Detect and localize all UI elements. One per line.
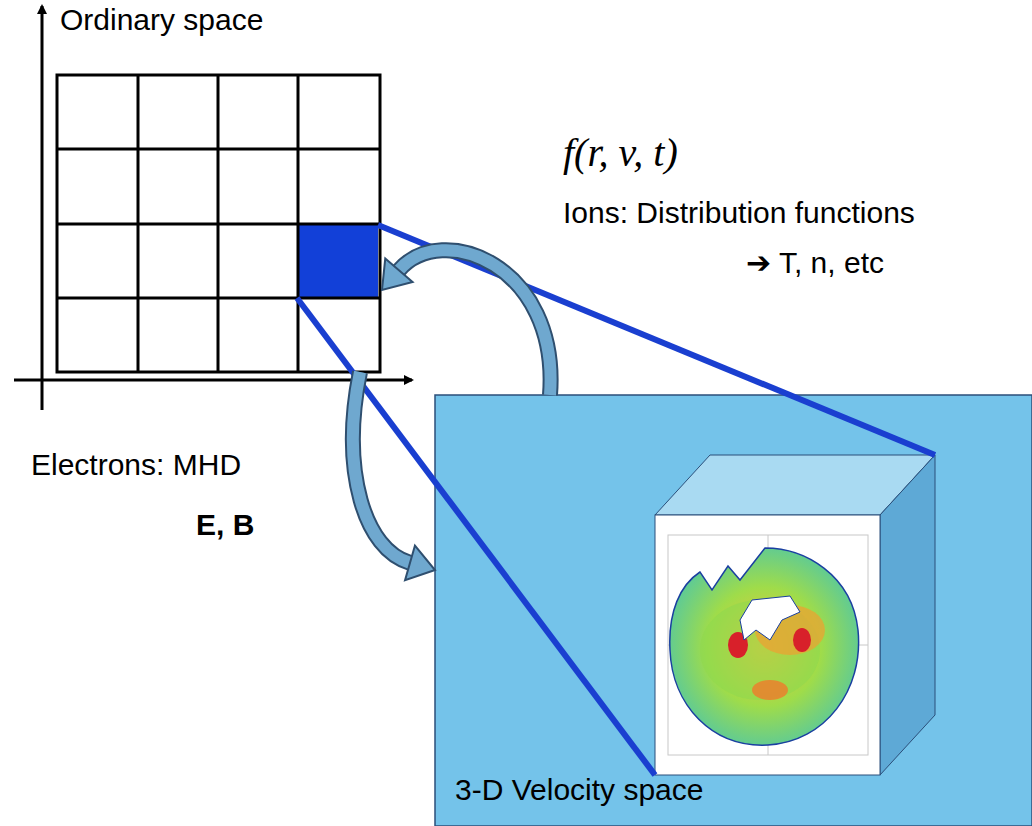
cube	[655, 455, 935, 775]
highlighted-cell	[297, 225, 378, 298]
arrow-outline	[353, 372, 410, 563]
zoom-line	[297, 298, 655, 775]
curved-arrow	[382, 250, 551, 395]
node-title: 3-D Velocity space	[455, 773, 703, 808]
space-grid: Ordinary space	[57, 75, 380, 372]
arrow-body	[399, 250, 551, 395]
arrow-head	[382, 259, 413, 290]
fields-label: E, B	[193, 508, 257, 543]
electrons-label: Electrons: MHD	[28, 448, 244, 483]
arrow-head	[405, 546, 435, 581]
moments-label: ➔ T, n, etc	[743, 246, 887, 281]
grid	[57, 75, 380, 372]
arrow-body	[353, 372, 410, 563]
distribution-plot	[670, 548, 859, 745]
node-title: Ordinary space	[60, 3, 263, 38]
distribution-function: f(r, v, t)	[560, 130, 681, 176]
arrow-outline	[399, 250, 551, 395]
y-axis	[41, 6, 44, 410]
curved-arrow	[353, 372, 435, 580]
ions-label: Ions: Distribution functions	[560, 196, 918, 231]
velocity-space-box: 3-D Velocity space	[435, 395, 1032, 826]
zoom-line	[378, 225, 935, 455]
velocity-panel	[435, 395, 1032, 826]
